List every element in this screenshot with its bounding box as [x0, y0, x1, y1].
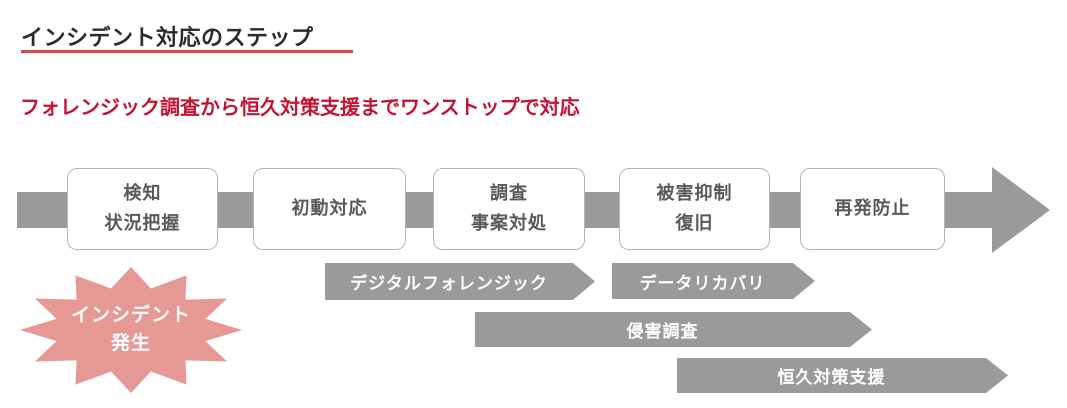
incident-occurred-burst: インシデント 発生 [18, 265, 244, 395]
step-box-investigation: 調査 事案対処 [433, 168, 585, 250]
page-subtitle: フォレンジック調査から恒久対策支援までワンストップで対応 [20, 97, 580, 119]
title-underline [21, 50, 353, 53]
service-bar-permanent-countermeasure-support: 恒久対策支援 [677, 358, 1008, 393]
step-box-initial-response: 初動対応 [253, 168, 406, 250]
incident-occurred-label: インシデント 発生 [70, 305, 191, 354]
service-bar-data-recovery: データリカバリ [612, 263, 815, 299]
step-box-detection: 検知 状況把握 [67, 168, 218, 250]
step-box-recurrence-prevention: 再発防止 [800, 168, 945, 250]
starburst-icon [20, 267, 242, 393]
service-bar-digital-forensics: デジタルフォレンジック [325, 263, 595, 300]
service-bar-breach-investigation: 侵害調査 [475, 312, 872, 347]
step-box-damage-control-recovery: 被害抑制 復旧 [619, 168, 770, 250]
page-title: インシデント対応のステップ [21, 24, 314, 50]
timeline-arrow-head-icon [992, 167, 1050, 253]
